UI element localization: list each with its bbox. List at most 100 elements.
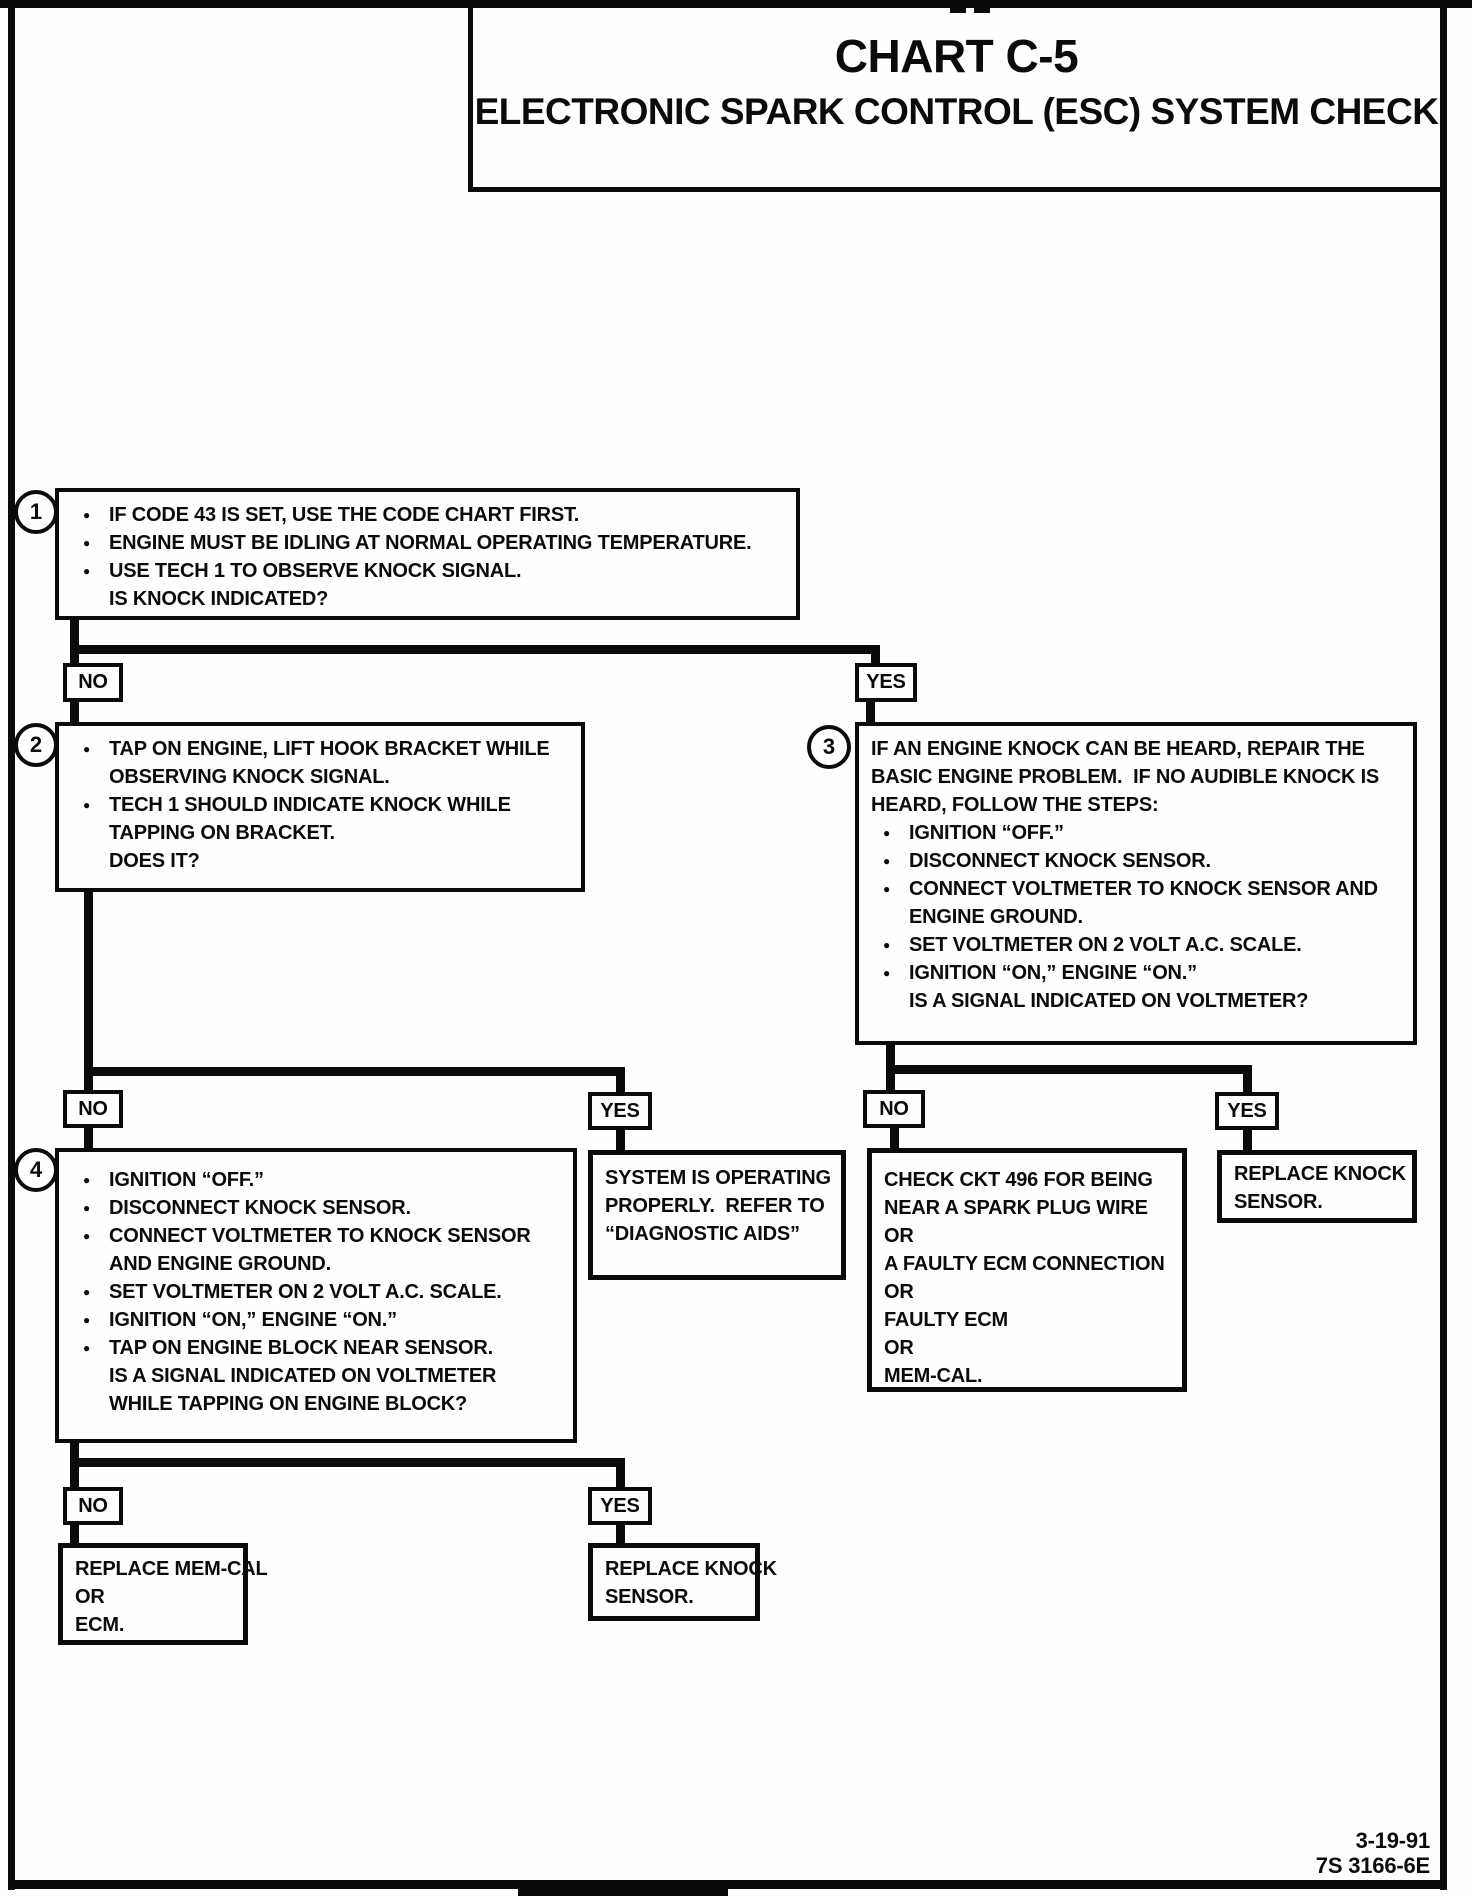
bullet-text: IGNITION “ON,” ENGINE “ON.” (109, 1309, 397, 1331)
connector-yes2-systemok (616, 1128, 625, 1152)
result-line: OR (884, 1225, 914, 1247)
bullet-icon: ● (883, 966, 891, 980)
step2-question: DOES IT? (71, 847, 567, 875)
bullet-icon: ● (83, 1285, 91, 1299)
connector-step1-yes-down (871, 645, 880, 663)
result-line: CHECK CKT 496 FOR BEING (884, 1169, 1153, 1191)
footer-code: 7S 3166-6E (1315, 1853, 1430, 1878)
connector-yes4-replaceknock (616, 1523, 625, 1545)
bullet-row: ● TAP ON ENGINE, LIFT HOOK BRACKET WHILE… (71, 735, 567, 791)
bullet-row: ● CONNECT VOLTMETER TO KNOCK SENSOR AND … (71, 1222, 559, 1278)
bullet-row: ● ENGINE MUST BE IDLING AT NORMAL OPERAT… (71, 529, 782, 557)
bullet-row: ● TAP ON ENGINE BLOCK NEAR SENSOR. (71, 1334, 559, 1362)
connector-step4-branch (70, 1458, 625, 1467)
step3-box: IF AN ENGINE KNOCK CAN BE HEARD, REPAIR … (855, 722, 1417, 1045)
connector-step2-branch (84, 1067, 625, 1076)
result-line: MEM-CAL. (884, 1365, 983, 1387)
connector-step2-down (84, 888, 93, 1092)
step1-box: ● IF CODE 43 IS SET, USE THE CODE CHART … (55, 488, 800, 620)
bullet-row: ● IGNITION “OFF.” (71, 1166, 559, 1194)
chart-title: CHART C-5 (834, 30, 1079, 82)
question-line: IS A SIGNAL INDICATED ON VOLTMETER? (909, 990, 1309, 1012)
step2-number: 2 (14, 723, 58, 767)
step4-bullets: ● IGNITION “OFF.” ● DISCONNECT KNOCK SEN… (71, 1166, 559, 1362)
intro-line: HEARD, FOLLOW THE STEPS: (871, 794, 1159, 816)
page-border-right (1440, 0, 1447, 1890)
result-line: SYSTEM IS OPERATING (605, 1167, 831, 1189)
result-line: A FAULTY ECM CONNECTION (884, 1253, 1165, 1275)
chart-subtitle: ELECTRONIC SPARK CONTROL (ESC) SYSTEM CH… (474, 91, 1439, 132)
bullet-row: ● SET VOLTMETER ON 2 VOLT A.C. SCALE. (871, 931, 1399, 959)
question-line: IS KNOCK INDICATED? (109, 588, 329, 610)
question-line: IS A SIGNAL INDICATED ON VOLTMETER (109, 1365, 497, 1387)
bullet-row: ● DISCONNECT KNOCK SENSOR. (71, 1194, 559, 1222)
bullet-text: TAP ON ENGINE BLOCK NEAR SENSOR. (109, 1337, 494, 1359)
connector-step1-down (70, 616, 79, 663)
bullet-icon: ● (883, 826, 891, 840)
bullet-icon: ● (83, 1341, 91, 1355)
result-line: SENSOR. (605, 1586, 694, 1608)
result-line: NEAR A SPARK PLUG WIRE (884, 1197, 1148, 1219)
step3-question: IS A SIGNAL INDICATED ON VOLTMETER? (871, 987, 1399, 1015)
page-border-top (0, 0, 1472, 8)
result-line: OR (884, 1281, 914, 1303)
result-line: ECM. (75, 1614, 125, 1636)
result-line: FAULTY ECM (884, 1309, 1008, 1331)
bullet-text: SET VOLTMETER ON 2 VOLT A.C. SCALE. (909, 934, 1302, 956)
bullet-text: DISCONNECT KNOCK SENSOR. (909, 850, 1211, 872)
result-line: OR (884, 1337, 914, 1359)
connector-yes3-replaceknock (1243, 1128, 1252, 1152)
step4-number: 4 (14, 1148, 58, 1192)
step1-bullets: ● IF CODE 43 IS SET, USE THE CODE CHART … (71, 501, 782, 585)
question-line: DOES IT? (109, 850, 200, 872)
no-label-2: NO (63, 1090, 123, 1128)
bullet-icon: ● (83, 536, 91, 550)
registration-mark-top-1 (950, 0, 966, 13)
no-label-3: NO (863, 1090, 925, 1128)
bullet-icon: ● (83, 1201, 91, 1215)
bullet-text: CONNECT VOLTMETER TO KNOCK SENSOR AND EN… (909, 878, 1378, 928)
bullet-text: DISCONNECT KNOCK SENSOR. (109, 1197, 411, 1219)
step4-box: ● IGNITION “OFF.” ● DISCONNECT KNOCK SEN… (55, 1148, 577, 1443)
bullet-icon: ● (883, 938, 891, 952)
footer: 3-19-91 7S 3166-6E (1316, 1828, 1430, 1878)
bullet-row: ● IGNITION “ON,” ENGINE “ON.” (871, 959, 1399, 987)
result-line: REPLACE KNOCK (605, 1558, 777, 1580)
step3-intro: IF AN ENGINE KNOCK CAN BE HEARD, REPAIR … (871, 735, 1399, 819)
bullet-icon: ● (83, 508, 91, 522)
bullet-icon: ● (883, 854, 891, 868)
registration-mark-top-2 (974, 0, 990, 13)
bullet-icon: ● (83, 1173, 91, 1187)
page-border-left (8, 0, 15, 1890)
connector-no1-step2 (70, 700, 79, 724)
registration-mark-bottom (518, 1882, 728, 1896)
title-box: CHART C-5 ELECTRONIC SPARK CONTROL (ESC)… (468, 8, 1440, 192)
result-line: OR (75, 1586, 105, 1608)
connector-step3-branch (886, 1065, 1252, 1074)
bullet-row: ● USE TECH 1 TO OBSERVE KNOCK SIGNAL. (71, 557, 782, 585)
bullet-text: IGNITION “OFF.” (909, 822, 1064, 844)
bullet-row: ● TECH 1 SHOULD INDICATE KNOCK WHILE TAP… (71, 791, 567, 847)
connector-step1-branch (70, 645, 880, 654)
footer-date: 3-19-91 (1355, 1828, 1431, 1853)
bullet-text: SET VOLTMETER ON 2 VOLT A.C. SCALE. (109, 1281, 502, 1303)
bullet-row: ● IGNITION “OFF.” (871, 819, 1399, 847)
bullet-text: IGNITION “OFF.” (109, 1169, 264, 1191)
bullet-icon: ● (83, 798, 91, 812)
yes-label-1: YES (855, 663, 917, 702)
connector-no3-checkckt (890, 1126, 899, 1150)
bullet-icon: ● (83, 1313, 91, 1327)
bullet-icon: ● (883, 882, 891, 896)
bullet-row: ● SET VOLTMETER ON 2 VOLT A.C. SCALE. (71, 1278, 559, 1306)
step1-number: 1 (14, 490, 58, 534)
bullet-row: ● IF CODE 43 IS SET, USE THE CODE CHART … (71, 501, 782, 529)
bullet-row: ● IGNITION “ON,” ENGINE “ON.” (71, 1306, 559, 1334)
bullet-text: IF CODE 43 IS SET, USE THE CODE CHART FI… (109, 504, 580, 526)
step3-bullets: ● IGNITION “OFF.” ● DISCONNECT KNOCK SEN… (871, 819, 1399, 987)
intro-line: BASIC ENGINE PROBLEM. IF NO AUDIBLE KNOC… (871, 766, 1380, 788)
bullet-text: ENGINE MUST BE IDLING AT NORMAL OPERATIN… (109, 532, 752, 554)
replace-knock-sensor-bottom-box: REPLACE KNOCK SENSOR. (588, 1543, 777, 1621)
